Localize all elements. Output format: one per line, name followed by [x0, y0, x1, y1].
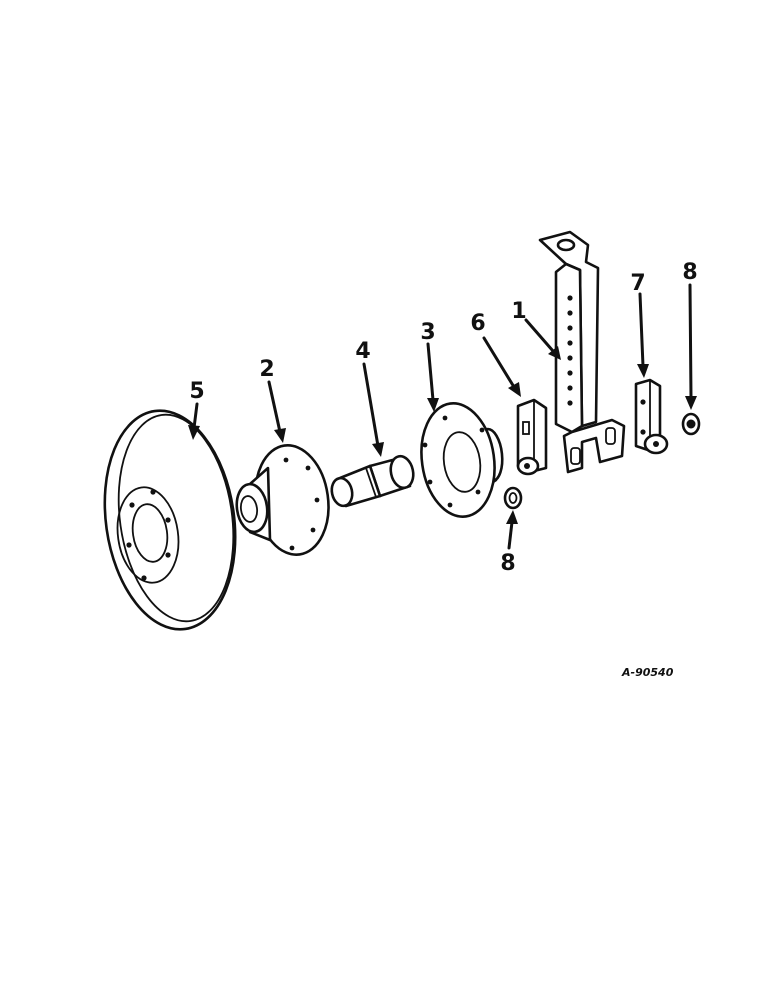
callout-2: 2 [259, 357, 274, 382]
disc-blade [103, 409, 237, 631]
callout-labels: 1 2 3 4 5 6 7 8 8 [189, 260, 697, 576]
callout-6: 6 [470, 311, 485, 336]
callout-4: 4 [355, 339, 370, 364]
callout-3: 3 [420, 320, 435, 345]
hub [235, 444, 330, 556]
clamp-plate [634, 378, 669, 455]
spindle [330, 454, 415, 508]
nut-upper [681, 412, 701, 436]
callout-8-bottom: 8 [500, 551, 515, 576]
hub-flange [420, 402, 504, 518]
callout-leaders [188, 283, 697, 550]
bearing-bracket [516, 398, 548, 476]
standard-arm [538, 230, 626, 474]
callout-7: 7 [630, 271, 645, 296]
callout-5: 5 [189, 379, 204, 404]
callout-1: 1 [511, 299, 526, 324]
callout-8-top: 8 [682, 260, 697, 285]
figure-reference: A-90540 [621, 666, 674, 679]
washer-lower [503, 486, 523, 510]
